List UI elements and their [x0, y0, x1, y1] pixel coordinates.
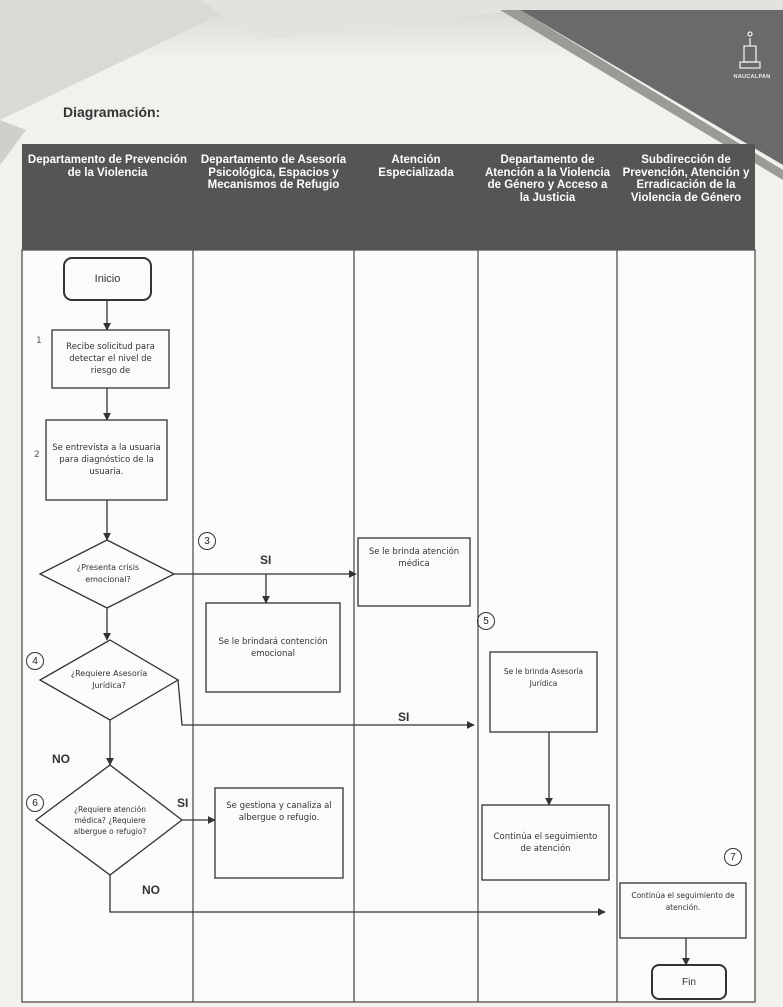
flow-label-no-juridica: NO	[52, 752, 70, 766]
lane-header-asesoria: Departamento de Asesoría Psicológica, Es…	[193, 144, 354, 250]
flow-label-yes-crisis: SI	[260, 553, 272, 567]
step1-text: Recibe solicitud para detectar el nivel …	[66, 342, 155, 376]
step-number-6: 6	[26, 794, 44, 812]
decision3-text: ¿Requiere atención médica? ¿Requiere alb…	[73, 804, 147, 836]
page-title: Diagramación:	[63, 104, 161, 120]
legal-text: Se le brinda Asesoría Jurídica	[503, 667, 584, 688]
lane-header-label: Subdirección de Prevención, Atención y E…	[622, 154, 750, 204]
shelter-text: Se gestiona y canaliza al albergue o ref…	[226, 801, 332, 823]
lane-header-label: Atención Especializada	[378, 154, 454, 179]
follow-up-text: Continúa el seguimiento de atención	[493, 831, 598, 854]
final-follow-up-box	[619, 882, 747, 939]
step-number-2: 2	[34, 450, 40, 460]
lane-header-label: Departamento de Prevención de la Violenc…	[27, 154, 188, 179]
medical-box	[357, 537, 471, 607]
step-number-1: 1	[36, 336, 42, 346]
end-label: Fin	[682, 976, 696, 988]
start-label: Inicio	[94, 273, 121, 285]
logo-icon	[739, 31, 761, 69]
lane-header-label: Departamento de Atención a la Violencia …	[484, 154, 611, 204]
lane-header-prevencion: Departamento de Prevención de la Violenc…	[22, 144, 193, 250]
legal-box	[489, 651, 598, 733]
decor-band-left	[0, 0, 250, 120]
logo-text: NAUCALPAN	[733, 74, 771, 80]
step-number-4: 4	[26, 652, 44, 670]
lane-header-label: Departamento de Asesoría Psicológica, Es…	[200, 154, 347, 191]
final-follow-up-text: Continúa el seguimiento de atención.	[631, 891, 735, 912]
decor-band-left-lower	[0, 120, 26, 165]
flow-label-no-albergue: NO	[142, 883, 160, 897]
decision2-text: ¿Requiere Asesoría Jurídica?	[70, 669, 148, 690]
step-number-7: 7	[724, 848, 742, 866]
step2-text: Se entrevista a la usuaria para diagnóst…	[52, 443, 161, 477]
medical-text: Se le brinda atención médica	[368, 547, 460, 569]
lane-header-subdireccion: Subdirección de Prevención, Atención y E…	[617, 144, 755, 250]
flow-label-yes-albergue: SI	[177, 796, 189, 810]
step-number-5: 5	[477, 612, 495, 630]
decor-header-shape	[520, 10, 783, 165]
step2-box	[45, 419, 168, 501]
step1-box	[51, 329, 170, 389]
step-number-3: 3	[198, 532, 216, 550]
end-terminal	[651, 964, 727, 1000]
contention-text: Se le brindará contención emocional	[218, 636, 328, 659]
contention-box	[205, 602, 341, 693]
lane-header-atencion-violencia: Departamento de Atención a la Violencia …	[478, 144, 617, 250]
shelter-box	[214, 787, 344, 879]
decision1-text: ¿Presenta crisis emocional?	[76, 563, 140, 584]
lane-header-atencion-especializada: Atención Especializada	[354, 144, 478, 250]
flow-label-yes-juridica: SI	[398, 710, 410, 724]
follow-up-box	[481, 804, 610, 881]
